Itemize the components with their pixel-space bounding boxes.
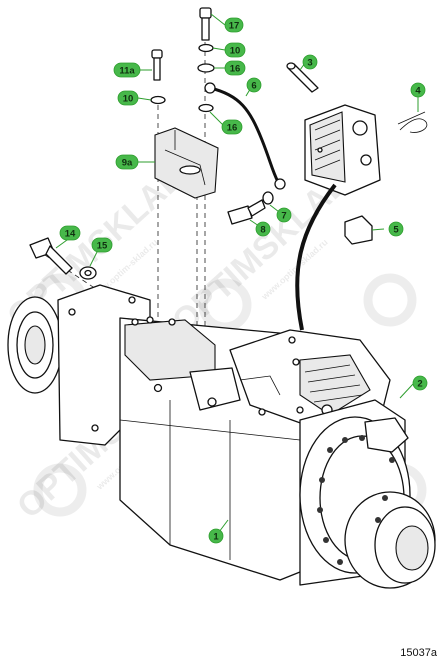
callout-1[interactable]: 1 — [208, 528, 224, 544]
callout-2[interactable]: 2 — [412, 375, 428, 391]
callout-16-top-label: 16 — [230, 64, 241, 75]
callout-9a[interactable]: 9a — [115, 154, 139, 170]
callout-16-lower-label: 16 — [227, 123, 238, 134]
bolt-14-stack — [29, 237, 97, 280]
spacer-part — [344, 215, 373, 245]
callout-17[interactable]: 17 — [224, 17, 244, 33]
callout-5-label: 5 — [393, 225, 399, 236]
callout-15[interactable]: 15 — [91, 237, 113, 253]
callout-11a-label: 11a — [119, 66, 135, 77]
callout-5[interactable]: 5 — [388, 221, 404, 237]
figure-code: 15037a — [400, 647, 437, 659]
bolt-11a-stack — [150, 49, 166, 105]
callout-14-label: 14 — [65, 229, 76, 240]
callout-3[interactable]: 3 — [302, 54, 318, 70]
callout-6[interactable]: 6 — [246, 77, 262, 93]
callout-16-lower[interactable]: 16 — [221, 119, 243, 135]
callout-7[interactable]: 7 — [276, 207, 292, 223]
cable-part — [204, 82, 286, 190]
callout-4-label: 4 — [415, 86, 421, 97]
callout-14[interactable]: 14 — [59, 225, 81, 241]
callout-8-label: 8 — [260, 225, 265, 236]
pin-part — [286, 62, 319, 93]
callout-9a-label: 9a — [122, 158, 133, 169]
callout-10-top[interactable]: 10 — [224, 42, 246, 58]
gearbox-part — [229, 329, 391, 431]
bolt-17-stack — [197, 7, 215, 113]
callout-16-top[interactable]: 16 — [224, 60, 246, 76]
callout-1-label: 1 — [213, 532, 219, 543]
callout-10-left[interactable]: 10 — [117, 90, 139, 106]
callout-leaders — [55, 13, 419, 537]
clip-part — [397, 111, 428, 133]
bolt-8-stack — [227, 191, 274, 225]
callout-2-label: 2 — [417, 379, 422, 390]
callout-4[interactable]: 4 — [410, 82, 426, 98]
callout-7-label: 7 — [281, 211, 286, 222]
bracket-part — [154, 127, 219, 199]
callout-17-label: 17 — [229, 21, 240, 32]
callout-10-top-label: 10 — [230, 46, 241, 57]
callout-8[interactable]: 8 — [255, 221, 271, 237]
callout-15-label: 15 — [97, 241, 108, 252]
callout-10-left-label: 10 — [123, 94, 134, 105]
callouts: 17 10 16 3 11a 6 4 10 — [59, 17, 428, 544]
right-hub-part — [299, 399, 436, 589]
axle-housing-part — [7, 284, 331, 581]
callout-6-label: 6 — [251, 81, 256, 92]
valve-block-part — [304, 104, 381, 196]
assembly-arrow — [295, 183, 337, 331]
callout-3-label: 3 — [307, 58, 312, 69]
callout-11a[interactable]: 11a — [113, 62, 141, 78]
